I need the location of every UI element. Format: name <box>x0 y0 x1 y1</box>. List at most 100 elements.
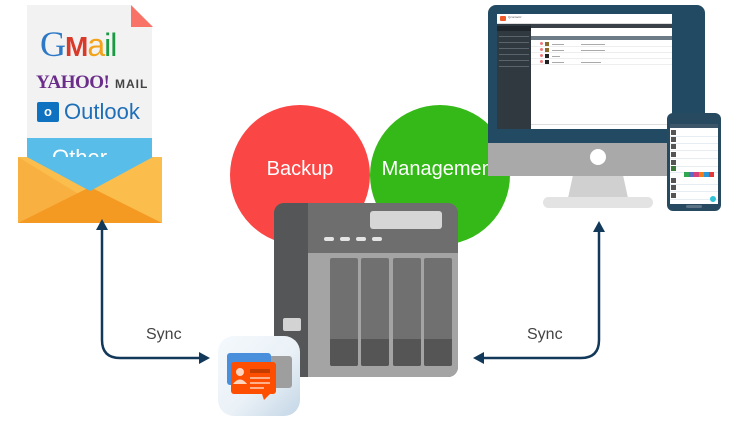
phone-contact-avatar <box>671 193 676 198</box>
bay-handle <box>424 339 452 366</box>
arrow-right-head <box>199 352 210 364</box>
sidebar-item <box>499 48 529 49</box>
app-logo-text: Qcontactz <box>508 15 522 19</box>
speech-tail <box>262 394 270 400</box>
phone-contact-row <box>670 193 718 200</box>
gmail-letter-l: l <box>110 27 117 63</box>
status-dot <box>540 54 543 57</box>
contact-email <box>581 50 605 51</box>
contact-cards-icon <box>227 353 292 400</box>
backup-label: Backup <box>266 158 334 180</box>
nas-drive-bay <box>361 258 389 366</box>
contact-avatar <box>545 48 549 52</box>
management-label: Management <box>381 158 499 180</box>
gmail-logo: GMail <box>40 24 117 64</box>
action-email-icon <box>694 172 699 177</box>
nas-device <box>274 203 458 377</box>
gmail-letter-a: a <box>87 27 105 63</box>
contact-email <box>581 62 601 63</box>
arrow-up-head-right <box>593 221 605 232</box>
app-topbar <box>497 14 672 24</box>
phone-swipe-actions <box>670 172 718 177</box>
nas-led <box>356 237 366 241</box>
nas-lcd <box>370 211 442 229</box>
sidebar-item <box>499 60 529 61</box>
table-row <box>531 41 672 47</box>
action-call-icon <box>684 172 689 177</box>
sidebar-item <box>499 54 529 55</box>
card-line <box>250 369 270 373</box>
phone-add-fab <box>710 196 716 202</box>
gmail-letter-g: G <box>40 24 66 64</box>
person-body <box>233 379 247 384</box>
envelope-icon <box>18 157 162 223</box>
phone-contact-avatar <box>671 185 676 190</box>
sync-arrow-left-path <box>100 228 200 360</box>
outlook-icon: o <box>37 102 59 122</box>
card-line <box>250 387 264 389</box>
contact-avatar <box>545 60 549 64</box>
nas-led <box>324 237 334 241</box>
nas-led <box>372 237 382 241</box>
outlook-logo: Outlook <box>64 99 140 124</box>
table-row <box>531 59 672 65</box>
envelope-bottom-flap <box>18 187 162 223</box>
sidebar-active-item <box>497 26 531 31</box>
table-row <box>531 47 672 53</box>
status-dot <box>540 42 543 45</box>
phone-contact-avatar <box>671 130 676 135</box>
contact-name <box>552 62 564 63</box>
gmail-letter-m: M <box>65 31 88 62</box>
phone-contact-avatar <box>671 160 676 165</box>
contacts-app-icon <box>218 336 300 416</box>
action-edit-icon <box>699 172 704 177</box>
card-line <box>250 382 270 384</box>
nas-drive-bay <box>424 258 452 366</box>
sync-arrow-right-path <box>482 230 601 360</box>
action-share-icon <box>704 172 709 177</box>
document-folded-corner <box>131 5 153 27</box>
monitor-logo-dot <box>590 149 606 165</box>
phone-contact-row <box>670 137 718 144</box>
app-toolbar <box>531 24 672 28</box>
status-dot <box>540 48 543 51</box>
contact-name <box>552 44 564 45</box>
phone-contact-row <box>670 185 718 192</box>
phone-screen <box>670 124 718 204</box>
yahoo-logo: YAHOO! <box>36 72 110 93</box>
nas-button <box>283 318 301 331</box>
contact-email <box>581 44 605 45</box>
sidebar-item <box>499 66 529 67</box>
gmail-letter-i: i <box>104 27 111 63</box>
monitor-stand-neck <box>568 176 628 198</box>
contact-avatar <box>545 42 549 46</box>
arrow-up-head-left <box>96 219 108 230</box>
action-delete-icon <box>709 172 714 177</box>
phone-contact-row <box>670 152 718 159</box>
sync-label-right: Sync <box>527 326 563 343</box>
status-dot <box>540 60 543 63</box>
table-pagination <box>531 124 672 129</box>
bay-handle <box>361 339 389 366</box>
app-sidebar <box>497 24 531 129</box>
card-line <box>250 377 270 379</box>
sidebar-item <box>499 42 529 43</box>
contact-avatar <box>545 54 549 58</box>
app-logo-icon <box>500 16 506 21</box>
envelope-letter-tip <box>27 157 153 191</box>
phone-home-button <box>686 205 702 208</box>
phone-contact-avatar <box>671 137 676 142</box>
bay-handle <box>393 339 421 366</box>
phone-contact-avatar <box>671 144 676 149</box>
phone-contact-row <box>670 130 718 137</box>
person-head <box>236 368 244 376</box>
yahoo-mail-label: MAIL <box>115 77 149 91</box>
phone-contact-avatar <box>671 166 676 171</box>
phone-app-bar <box>670 124 718 128</box>
phone-contact-avatar <box>671 178 676 183</box>
phone-contact-row <box>670 160 718 167</box>
contact-name <box>552 56 560 57</box>
bay-handle <box>330 339 358 366</box>
phone-contact-row <box>670 178 718 185</box>
